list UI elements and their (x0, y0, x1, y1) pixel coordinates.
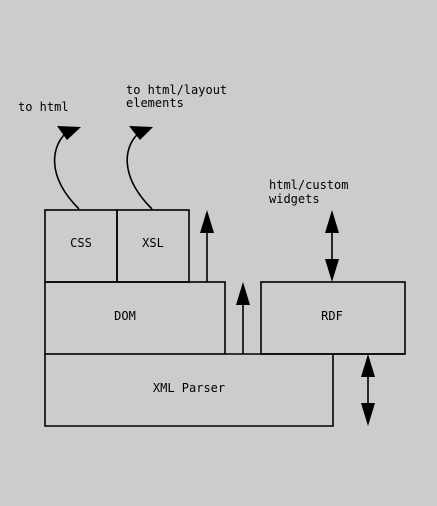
rdf-widgets-arrowhead-up (325, 210, 339, 233)
dom-box (44, 281, 226, 355)
rdf-down-arrowhead-down (361, 403, 375, 426)
to-layout-label-line1: to html/layout (126, 83, 227, 97)
to-layout-label-line2: elements (126, 96, 184, 110)
xsl-label: XSL (142, 236, 164, 250)
rdf-down-arrowhead-up (361, 354, 375, 377)
rdf-label: RDF (321, 309, 343, 323)
dom-label: DOM (114, 309, 136, 323)
parser-up-arrowhead (236, 282, 250, 305)
dom-up-arrowhead (200, 210, 214, 233)
xsl-output-arrowhead (129, 126, 153, 140)
custom-widgets-label-line2: widgets (269, 192, 320, 206)
css-output-arrowhead (57, 126, 81, 140)
xml-parser-box (44, 354, 334, 427)
css-output-curve (53, 131, 80, 210)
to-html-label: to html (18, 100, 69, 114)
css-label: CSS (70, 236, 92, 250)
rdf-widgets-arrowhead-down (325, 259, 339, 282)
xml-parser-label: XML Parser (153, 381, 225, 395)
custom-widgets-label-line1: html/custom (269, 178, 348, 192)
xsl-output-curve (126, 131, 153, 210)
